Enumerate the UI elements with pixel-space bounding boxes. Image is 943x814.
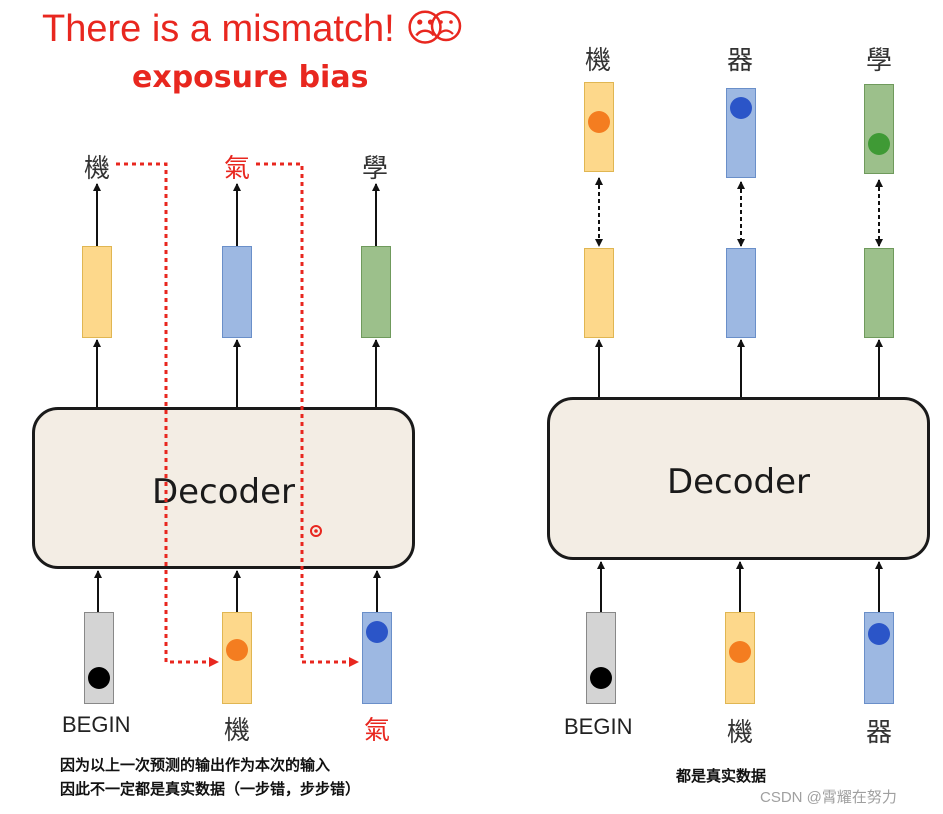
right-output-vector-2 xyxy=(726,248,756,338)
mismatch-title: There is a mismatch! ☹ xyxy=(42,8,445,50)
right-note: 都是真实数据 xyxy=(676,767,767,785)
right-output-vector-1 xyxy=(584,248,614,338)
orange-dot xyxy=(729,641,751,663)
right-target-char-1: 機 xyxy=(584,46,611,76)
left-decoder-label: Decoder xyxy=(151,472,296,512)
right-input-vector-3 xyxy=(864,612,894,704)
orange-dot xyxy=(588,111,610,133)
right-target-char-2: 器 xyxy=(726,46,753,76)
right-input-vector-2 xyxy=(725,612,755,704)
left-input-label-3: 氣 xyxy=(363,716,390,746)
left-output-vector-2 xyxy=(222,246,252,338)
exposure-bias-subtitle: exposure bias xyxy=(132,60,369,95)
sad-face-icon xyxy=(430,10,462,42)
green-dot xyxy=(868,133,890,155)
right-target-char-3: 學 xyxy=(865,46,892,76)
left-input-vector-2 xyxy=(222,612,252,704)
left-input-vector-begin xyxy=(84,612,114,704)
left-note-line-2: 因此不一定都是真实数据（一步错，步步错） xyxy=(60,780,361,798)
left-note-line-1: 因为以上一次预测的输出作为本次的输入 xyxy=(60,756,331,774)
left-input-label-2: 機 xyxy=(223,716,250,746)
right-input-label-3: 器 xyxy=(865,718,892,748)
red-feedback-arrow-1 xyxy=(116,162,219,667)
blue-dot xyxy=(730,97,752,119)
right-target-vector-1 xyxy=(584,82,614,172)
left-output-vector-3 xyxy=(361,246,391,338)
orange-dot xyxy=(226,639,248,661)
right-decoder-box: Decoder xyxy=(547,397,930,560)
right-target-vector-2 xyxy=(726,88,756,178)
right-decoder-label: Decoder xyxy=(666,462,811,502)
left-input-vector-3 xyxy=(362,612,392,704)
left-input-label-begin: BEGIN xyxy=(62,712,131,737)
pointer-dot xyxy=(310,525,322,537)
pointer-dot-center xyxy=(314,529,318,533)
blue-dot xyxy=(366,621,388,643)
left-output-char-3: 學 xyxy=(361,154,388,184)
left-output-char-2: 氣 xyxy=(223,154,250,184)
left-output-vector-1 xyxy=(82,246,112,338)
csdn-watermark: CSDN @霄耀在努力 xyxy=(760,789,897,806)
right-input-label-begin: BEGIN xyxy=(564,714,633,739)
right-output-vector-3 xyxy=(864,248,894,338)
black-dot xyxy=(590,667,612,689)
red-feedback-arrow-2 xyxy=(256,162,359,667)
blue-dot xyxy=(868,623,890,645)
left-output-char-1: 機 xyxy=(83,154,110,184)
black-dot xyxy=(88,667,110,689)
left-decoder-box: Decoder xyxy=(32,407,415,569)
right-target-vector-3 xyxy=(864,84,894,174)
right-input-label-2: 機 xyxy=(726,718,753,748)
right-input-vector-begin xyxy=(586,612,616,704)
